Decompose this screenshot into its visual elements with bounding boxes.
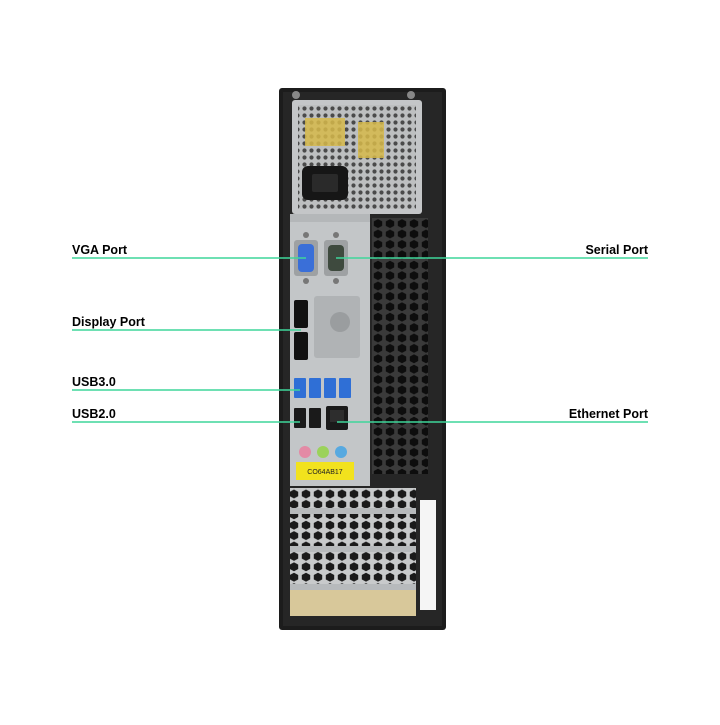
serial-port-label: Serial Port [585,243,648,257]
usb2-label: USB2.0 [72,407,116,421]
display-port-label: Display Port [72,315,145,329]
usb2-ports [294,408,321,428]
display-ports [294,300,308,360]
serial-sticker [296,462,354,480]
ethernet-port-label: Ethernet Port [568,407,648,421]
callout-lines [72,257,648,423]
usb3-ports [294,378,351,398]
side-vent [372,218,428,474]
usb3-label: USB3.0 [72,375,116,389]
service-tag [420,500,436,610]
ethernet-port [326,406,348,430]
vga-port-label: VGA Port [72,243,128,257]
sticker-text: CO64AB17 [307,469,343,476]
audio-jacks [299,446,347,458]
expansion-slots [290,488,416,616]
